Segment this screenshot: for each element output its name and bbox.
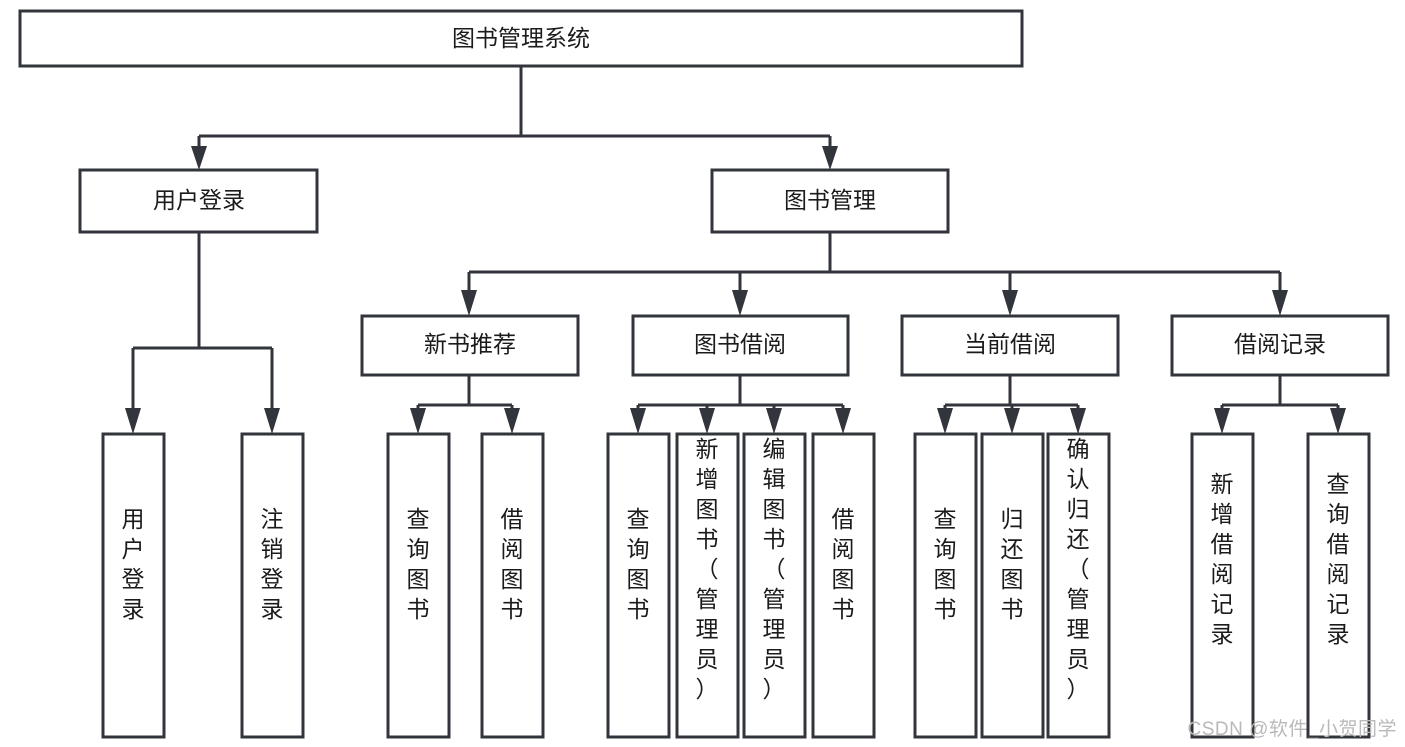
node-new-book-rec-box[interactable] <box>360 314 580 377</box>
node-book-manage-label: 图书管理 <box>784 187 876 213</box>
node-leaf-confirm-return[interactable]: 确认归还（管理员） <box>1046 432 1111 739</box>
node-leaf-logout[interactable]: 注销登录 <box>240 432 305 739</box>
arrow-to-leaf-user-login <box>125 408 141 434</box>
arrow-to-book-borrow <box>732 290 748 316</box>
node-leaf-add-record[interactable]: 新增借阅记录 <box>1190 432 1255 739</box>
node-borrow-record-label: 借阅记录 <box>1234 331 1326 357</box>
arrow-to-current-borrow <box>1002 290 1018 316</box>
node-leaf-return-book[interactable]: 归还图书 <box>980 432 1045 739</box>
node-leaf-query-book-c-box[interactable] <box>913 432 978 739</box>
node-leaf-add-book-box[interactable] <box>675 432 740 739</box>
node-leaf-add-record-box[interactable] <box>1190 432 1255 739</box>
node-leaf-borrow-book-a-label: 借阅图书 <box>501 506 524 622</box>
node-leaf-borrow-book-b-box[interactable] <box>811 432 876 739</box>
node-leaf-edit-book[interactable]: 编辑图书（管理员） <box>742 432 807 739</box>
node-leaf-query-book-a-box[interactable] <box>386 432 451 739</box>
node-current-borrow-label: 当前借阅 <box>964 331 1056 357</box>
arrow-to-leaf-return-book <box>1004 408 1020 434</box>
node-layer: 图书管理系统 用户登录 图书管理 新书推荐 图书借阅 <box>18 9 1390 739</box>
node-leaf-borrow-book-a[interactable]: 借阅图书 <box>480 432 545 739</box>
node-user-login-label: 用户登录 <box>153 187 245 213</box>
node-book-borrow-box[interactable] <box>631 314 850 377</box>
node-leaf-logout-label: 注销登录 <box>261 506 284 622</box>
csdn-watermark: CSDN @软件_小贺同学 <box>1187 719 1397 740</box>
node-leaf-edit-book-box[interactable] <box>742 432 807 739</box>
node-leaf-query-book-b-box[interactable] <box>606 432 671 739</box>
arrow-to-leaf-logout <box>264 408 280 434</box>
node-book-manage-box[interactable] <box>710 168 950 234</box>
node-leaf-borrow-book-b-label: 借阅图书 <box>832 506 855 622</box>
node-leaf-borrow-book-a-box[interactable] <box>480 432 545 739</box>
node-leaf-return-book-box[interactable] <box>980 432 1045 739</box>
arrow-to-leaf-add-book <box>699 408 715 434</box>
connector-layer <box>125 66 1346 434</box>
node-leaf-user-login[interactable]: 用户登录 <box>101 432 166 739</box>
node-book-borrow-label: 图书借阅 <box>694 331 786 357</box>
node-leaf-query-book-c[interactable]: 查询图书 <box>913 432 978 739</box>
node-borrow-record[interactable]: 借阅记录 <box>1170 314 1390 377</box>
node-leaf-user-login-box[interactable] <box>101 432 166 739</box>
node-root-label: 图书管理系统 <box>452 25 590 51</box>
node-current-borrow-box[interactable] <box>900 314 1120 377</box>
node-leaf-add-record-label: 新增借阅记录 <box>1211 471 1234 647</box>
node-user-login-box[interactable] <box>78 168 319 234</box>
node-leaf-return-book-label: 归还图书 <box>1001 506 1024 622</box>
node-borrow-record-box[interactable] <box>1170 314 1390 377</box>
node-leaf-confirm-return-box[interactable] <box>1046 432 1111 739</box>
node-root[interactable]: 图书管理系统 <box>18 9 1024 68</box>
arrow-to-borrow-record <box>1272 290 1288 316</box>
node-leaf-logout-box[interactable] <box>240 432 305 739</box>
node-current-borrow[interactable]: 当前借阅 <box>900 314 1120 377</box>
arrow-to-leaf-borrow-book-b <box>835 408 851 434</box>
node-leaf-query-record[interactable]: 查询借阅记录 <box>1306 432 1371 739</box>
arrow-to-leaf-query-book-c <box>937 408 953 434</box>
node-new-book-rec[interactable]: 新书推荐 <box>360 314 580 377</box>
arrow-to-book-manage <box>822 146 838 170</box>
node-book-borrow[interactable]: 图书借阅 <box>631 314 850 377</box>
node-leaf-query-book-b-label: 查询图书 <box>627 506 650 622</box>
arrow-to-leaf-borrow-book-a <box>504 408 520 434</box>
node-leaf-query-book-a-label: 查询图书 <box>407 506 430 622</box>
node-leaf-query-book-a[interactable]: 查询图书 <box>386 432 451 739</box>
arrow-to-user-login <box>191 146 207 170</box>
node-leaf-query-record-box[interactable] <box>1306 432 1371 739</box>
arrow-to-leaf-edit-book <box>766 408 782 434</box>
arrow-to-leaf-confirm-return <box>1070 408 1086 434</box>
arrow-to-leaf-add-record <box>1214 408 1230 434</box>
arrow-to-new-book-rec <box>461 290 477 316</box>
node-leaf-confirm-return-label: 确认归还（管理员） <box>1067 436 1090 702</box>
arrow-to-leaf-query-book-b <box>630 408 646 434</box>
node-leaf-borrow-book-b[interactable]: 借阅图书 <box>811 432 876 739</box>
node-user-login[interactable]: 用户登录 <box>78 168 319 234</box>
node-leaf-edit-book-label: 编辑图书（管理员） <box>763 436 786 702</box>
node-leaf-add-book-label: 新增图书（管理员） <box>696 436 719 702</box>
node-leaf-query-book-c-label: 查询图书 <box>934 506 957 622</box>
node-leaf-query-book-b[interactable]: 查询图书 <box>606 432 671 739</box>
node-leaf-query-record-label: 查询借阅记录 <box>1327 471 1350 647</box>
node-book-manage[interactable]: 图书管理 <box>710 168 950 234</box>
node-leaf-add-book[interactable]: 新增图书（管理员） <box>675 432 740 739</box>
node-leaf-user-login-label: 用户登录 <box>122 506 145 622</box>
arrow-to-leaf-query-record <box>1330 408 1346 434</box>
node-root-box[interactable] <box>18 9 1024 68</box>
node-new-book-rec-label: 新书推荐 <box>424 331 516 357</box>
arrow-to-leaf-query-book-a <box>410 408 426 434</box>
